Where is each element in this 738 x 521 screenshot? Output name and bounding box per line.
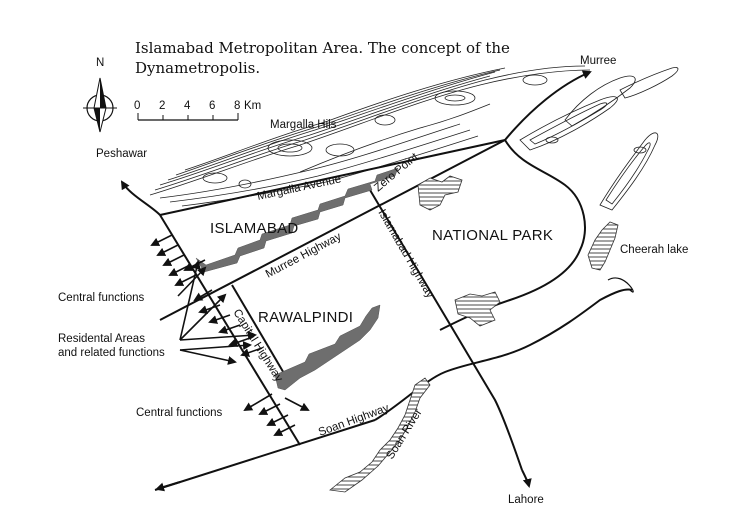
national-park-label: NATIONAL PARK [432, 227, 553, 244]
scale-tick-2: 2 [159, 100, 165, 112]
islamabad-zone [195, 167, 399, 273]
capital-highway-road [231, 284, 286, 376]
scale-tick-6: 6 [209, 100, 215, 112]
cheerah-lake-label: Cheerah lake [620, 244, 688, 256]
islamabad-highway-road [369, 189, 523, 471]
scale-tick-4: 4 [184, 100, 191, 112]
peshawar-road [120, 180, 161, 216]
lahore-road [521, 469, 532, 488]
murree-label: Murree [580, 55, 616, 67]
scale-tick-8: 8 [234, 100, 240, 112]
function-arrows [150, 234, 310, 436]
map-title: Islamabad Metropolitan Area. The concept… [135, 39, 510, 77]
cheerah-lake-hatched [587, 221, 619, 271]
scale-tick-0: 0 [134, 100, 140, 112]
western-boundary-road [159, 214, 301, 446]
peshawar-label: Peshawar [96, 148, 147, 160]
residential-areas-label: Residental Areas [58, 333, 145, 345]
north-arrow-icon [83, 77, 117, 133]
soan-highway-road [154, 419, 376, 491]
south-park-hatched [454, 291, 501, 327]
eastern-ridges-contours [519, 67, 679, 211]
rawalpindi-label: RAWALPINDI [258, 309, 353, 326]
lake-parks-hatched [417, 175, 463, 211]
soan-river-hatched [329, 377, 431, 493]
scale-bar [137, 113, 239, 121]
scale-unit: Km [244, 100, 261, 112]
margalla-avenue-label: Margalla Avenue [256, 173, 342, 203]
margalla-hills-label: Margalla Hils [270, 119, 337, 131]
central-functions-top-label: Central functions [58, 292, 145, 304]
islamabad-highway-label: Islamabad Highway [375, 208, 436, 301]
margalla-hills-contours [149, 65, 591, 207]
compass-north-label: N [96, 57, 104, 69]
central-functions-bottom-label: Central functions [136, 407, 223, 419]
residential-related-label: and related functions [58, 347, 165, 359]
rawalpindi-zone [274, 304, 381, 391]
soan-highway-label: Soan Highway [317, 402, 391, 439]
islamabad-label: ISLAMABAD [210, 220, 299, 237]
murree-highway-road [159, 139, 506, 321]
murree-road [504, 70, 592, 141]
lahore-label: Lahore [508, 494, 544, 506]
margalla-avenue-road [159, 139, 506, 216]
